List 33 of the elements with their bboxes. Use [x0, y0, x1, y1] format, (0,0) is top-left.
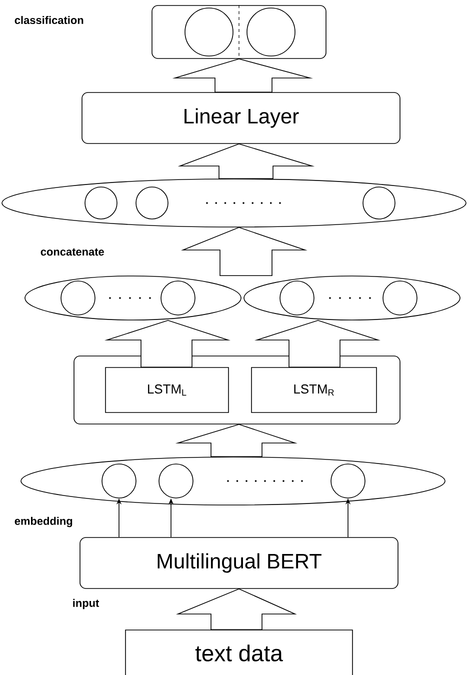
block-arrow — [172, 58, 314, 92]
neuron-circle — [160, 280, 196, 316]
layer-box: Multilingual BERT — [80, 537, 398, 589]
side-label: input — [73, 598, 100, 610]
block-arrow — [175, 424, 298, 457]
block-arrow — [104, 320, 230, 368]
neuron-circle — [246, 8, 296, 56]
side-label: embedding — [14, 516, 72, 528]
neuron-circle — [382, 280, 418, 316]
neuron-circle — [184, 8, 234, 56]
block-arrow — [176, 588, 297, 630]
block-arrow — [254, 320, 380, 368]
side-label: classification — [14, 16, 84, 24]
layer-box: Linear Layer — [82, 92, 400, 144]
neuron-circle — [84, 186, 118, 220]
vector-ellipse — [20, 456, 446, 506]
vector-ellipse — [2, 178, 466, 228]
output-box — [152, 5, 326, 59]
lstm-box: LSTM$_{R}$ — [251, 367, 377, 413]
block-arrow — [180, 226, 308, 276]
side-label: concatenate — [40, 248, 104, 256]
vector-ellipse — [24, 276, 242, 320]
neuron-circle — [102, 464, 136, 498]
neuron-circle — [60, 280, 96, 316]
neuron-circle — [136, 186, 168, 220]
text-box: text data — [125, 630, 353, 675]
vector-ellipse — [244, 276, 460, 320]
neuron-circle — [280, 280, 314, 316]
neuron-circle — [330, 464, 366, 498]
neuron-circle — [158, 464, 194, 498]
lstm-box: LSTM$_{L}$ — [105, 367, 229, 413]
neuron-circle — [362, 186, 396, 220]
block-arrow — [178, 143, 315, 179]
